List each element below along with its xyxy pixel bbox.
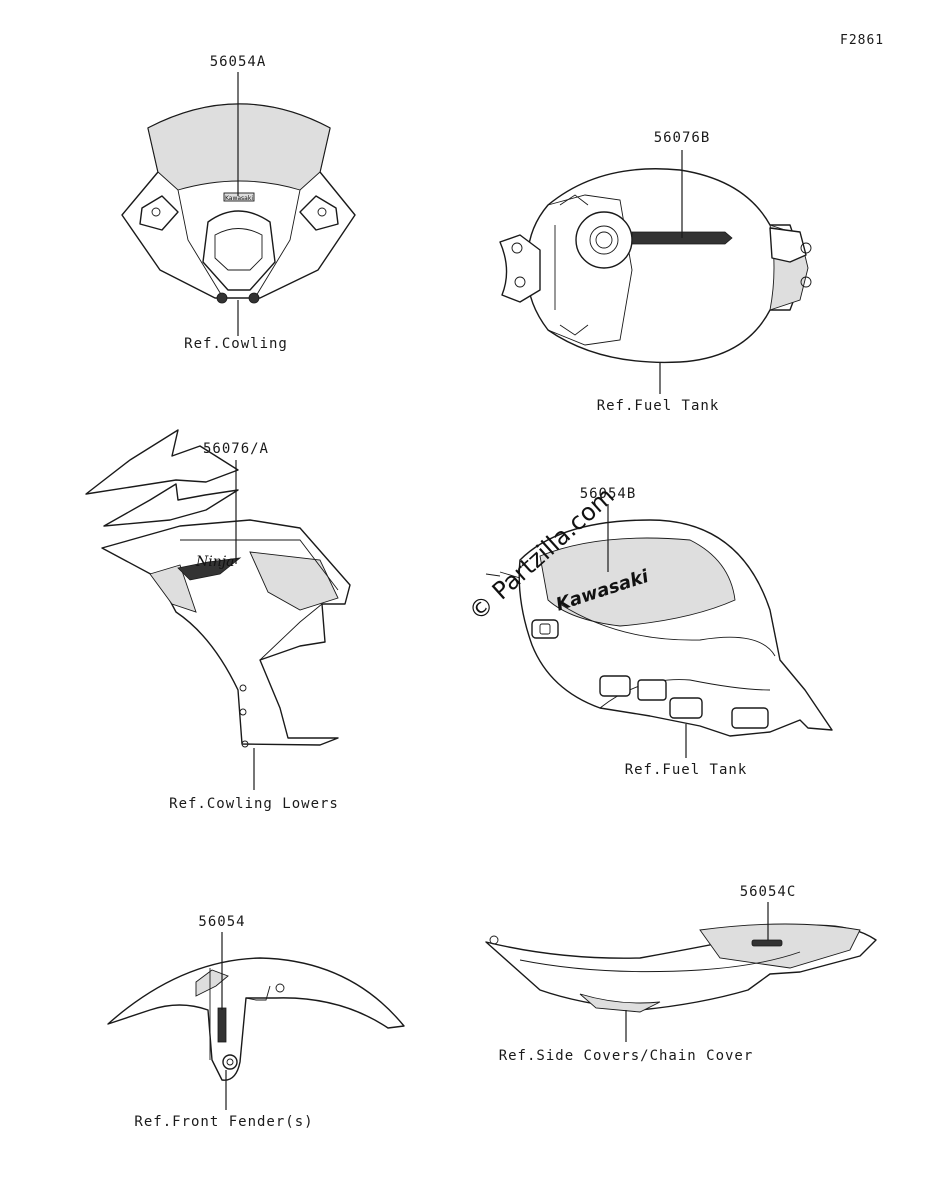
decal-56054C [751, 939, 783, 947]
kawasaki-decal-windscreen [223, 192, 255, 202]
part-number-56076A[interactable]: 56076/A [203, 441, 269, 457]
part-number-56054A[interactable]: 56054A [210, 54, 267, 70]
decal-text-windscreen: Kawasaki [225, 195, 253, 202]
cowling-upper-part[interactable]: Kawasaki [121, 103, 356, 304]
figure-id: F2861 [840, 33, 884, 48]
part-number-56076B[interactable]: 56076B [654, 130, 711, 146]
fuel-tank-side-part[interactable]: Kawasaki [485, 519, 833, 737]
reference-cowling[interactable]: Ref.Cowling [184, 336, 288, 352]
part-number-56054C[interactable]: 56054C [740, 884, 797, 900]
decal-text-ninja: Ninja [195, 554, 234, 570]
decal-56054 [217, 1007, 227, 1043]
front-fender-part[interactable] [107, 957, 405, 1081]
reference-fuel-tank-top[interactable]: Ref.Fuel Tank [597, 398, 720, 414]
ninja-decal [177, 557, 242, 581]
part-number-56054[interactable]: 56054 [198, 914, 245, 930]
reference-front-fender[interactable]: Ref.Front Fender(s) [134, 1114, 313, 1130]
reference-fuel-tank-side[interactable]: Ref.Fuel Tank [625, 762, 748, 778]
fuel-tank-top-part[interactable] [499, 168, 812, 364]
side-covers-part[interactable] [485, 923, 877, 1013]
cowling-lower-part[interactable]: Ninja [85, 429, 351, 748]
part-number-56054B[interactable]: 56054B [580, 486, 637, 502]
reference-side-covers[interactable]: Ref.Side Covers/Chain Cover [499, 1048, 754, 1064]
reference-cowling-lowers[interactable]: Ref.Cowling Lowers [169, 796, 339, 812]
